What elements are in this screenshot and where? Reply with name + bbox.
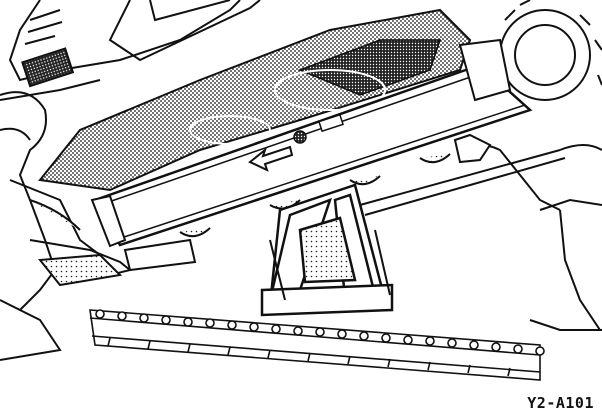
right-mechanic (453, 133, 602, 331)
figure-code-label: Y2-A101 (527, 394, 594, 412)
vehicle-body (0, 0, 261, 101)
drive-sprocket (499, 0, 602, 101)
left-mechanic (0, 91, 133, 361)
left-track-stub (38, 238, 197, 287)
track-frame-beam (90, 63, 533, 248)
jack-stand (260, 183, 394, 317)
direction-arrow-icon (248, 145, 294, 172)
undercarriage-shading (38, 8, 472, 192)
rear-rail (359, 149, 566, 216)
track-chain (89, 309, 545, 381)
end-bracket (458, 38, 512, 102)
